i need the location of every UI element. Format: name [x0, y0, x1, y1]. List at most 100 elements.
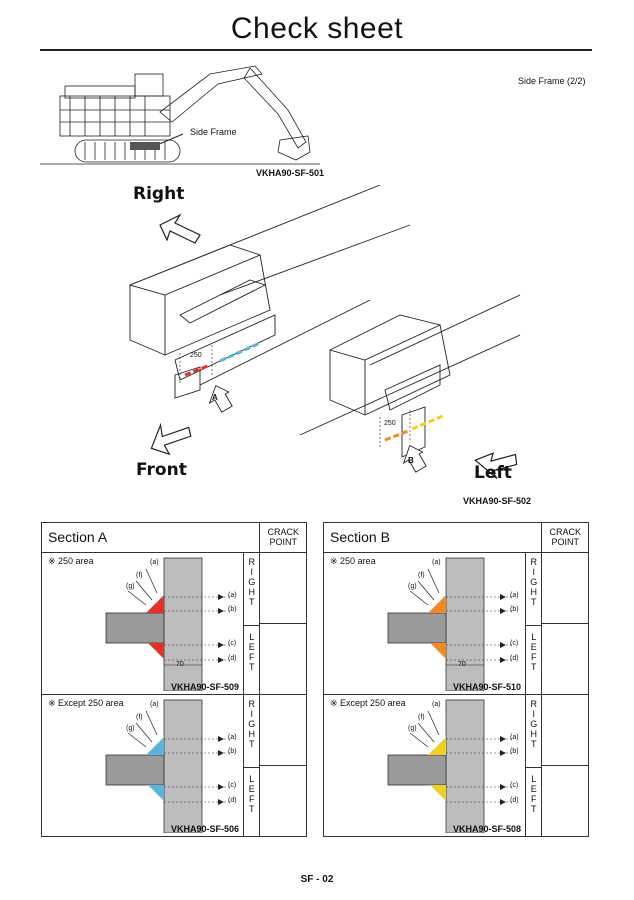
title-rule [40, 49, 592, 51]
label-f: (f) [136, 572, 143, 579]
front-label: Front [136, 460, 187, 480]
section-a-table: Section A CRACK POINT ※ 250 area [40, 522, 307, 837]
section-a-crack-header: CRACK POINT [259, 522, 307, 553]
frame-rail-bottom-1 [199, 299, 371, 386]
section-b-title: Section B [330, 529, 390, 545]
section-a-upper-right: R I G H T [244, 553, 260, 626]
box-b-top [328, 314, 442, 361]
label-a-right: (a) [510, 734, 519, 741]
left-direction-arrow [474, 452, 518, 479]
label-d: (d) [510, 797, 519, 804]
box-a-side [164, 254, 271, 356]
section-b-crack-label: CRACK POINT [549, 527, 581, 547]
section-b-upper-label: ※ 250 area [330, 556, 376, 566]
section-b-upper-right-crack[interactable] [542, 553, 588, 624]
section-b-upper-side-cell: R I G H T L E F T [524, 552, 543, 695]
section-b-upper-code: VKHA90-SF-510 [452, 682, 521, 692]
label-f: (f) [418, 714, 425, 721]
label-b: (b) [228, 606, 237, 613]
frame-rail-top-3 [369, 294, 521, 366]
label-d: (d) [228, 797, 237, 804]
section-b-title-cell: Section B [322, 522, 543, 553]
label-d: (d) [228, 655, 237, 662]
weld-line-b-250 [384, 429, 409, 442]
weld-upper-a [146, 595, 164, 613]
label-a-top: (a) [432, 559, 441, 566]
dim-b-250: 250 [384, 420, 396, 427]
section-a-upper-side-cell: R I G H T L E F T [242, 552, 261, 695]
label-b: (b) [510, 748, 519, 755]
dim-a-250: 250 [190, 352, 202, 359]
weld-line-a-250 [184, 363, 211, 377]
box-a-lower-plate [174, 314, 276, 381]
code-501: VKHA90-SF-501 [256, 168, 325, 178]
label-a-top: (a) [150, 701, 159, 708]
weld-lower-a-except [148, 785, 164, 801]
weld-upper-b-except [428, 737, 446, 755]
section-b-crack-header: CRACK POINT [541, 522, 589, 553]
side-frame-isometric-drawing [128, 185, 521, 479]
box-b-side [364, 324, 451, 416]
section-b-lower-right-crack[interactable] [542, 695, 588, 766]
label-a-top: (a) [432, 701, 441, 708]
section-a-upper-right-crack[interactable] [260, 553, 306, 624]
weld-upper-a-except [146, 737, 164, 755]
section-b-lower-side-cell: R I G H T L E F T [524, 694, 543, 837]
label-c: (c) [228, 640, 237, 647]
box-a-front [129, 285, 166, 356]
label-a-right: (a) [228, 592, 237, 599]
section-b-lower-right: R I G H T [526, 695, 542, 768]
label-c: (c) [510, 782, 519, 789]
section-a-lower-side-cell: R I G H T L E F T [242, 694, 261, 837]
marker-b: B [408, 456, 414, 465]
label-f: (f) [136, 714, 143, 721]
frame-rail-top-2 [219, 224, 411, 296]
section-a-lower-right: R I G H T [244, 695, 260, 768]
section-a-lower-panel: ※ Except 250 area (a) (f) (g) [41, 694, 244, 837]
box-b-foot [401, 406, 426, 458]
section-a-title-cell: Section A [40, 522, 261, 553]
section-a-upper-crack-cell[interactable] [259, 552, 307, 695]
code-502: VKHA90-SF-502 [463, 496, 532, 506]
box-a-slot [179, 279, 267, 324]
label-c: (c) [228, 782, 237, 789]
label-b: (b) [510, 606, 519, 613]
label-c: (c) [510, 640, 519, 647]
box-b-lower-plate [384, 364, 441, 411]
right-direction-arrow [159, 213, 201, 244]
label-b: (b) [228, 748, 237, 755]
crawler-track [74, 139, 181, 163]
weld-line-a-except [219, 341, 261, 363]
right-label: Right [133, 184, 185, 204]
section-b-upper-panel: ※ 250 area (a) (f) (g) [323, 552, 526, 695]
label-g: (g) [126, 725, 135, 732]
label-g: (g) [408, 725, 417, 732]
label-a-right: (a) [510, 592, 519, 599]
section-a-lower-crack-cell[interactable] [259, 694, 307, 837]
section-a-crack-label: CRACK POINT [267, 527, 299, 547]
section-b-upper-crack-cell[interactable] [541, 552, 589, 695]
section-a-upper-diagram [105, 557, 232, 691]
section-a-arrow [208, 384, 233, 413]
section-b-upper-right: R I G H T [526, 553, 542, 626]
section-b-lower-crack-cell[interactable] [541, 694, 589, 837]
left-label: Left [474, 463, 512, 483]
side-frame-label: Side Frame [190, 127, 237, 137]
label-a-top: (a) [150, 559, 159, 566]
excavator-overview-drawing [40, 65, 320, 165]
boom [159, 65, 263, 123]
side-frame-highlight [130, 142, 160, 150]
label-a-right: (a) [228, 734, 237, 741]
page-title: Check sheet [230, 12, 404, 45]
handrails [60, 96, 170, 136]
section-b-lower-code: VKHA90-SF-508 [452, 824, 521, 834]
section-a-lower-right-crack[interactable] [260, 695, 306, 766]
dim-70: 70 [458, 661, 466, 668]
section-a-upper-code: VKHA90-SF-509 [170, 682, 239, 692]
dim-70: 70 [176, 661, 184, 668]
section-b-upper-diagram [387, 557, 514, 691]
page-subtitle: Side Frame (2/2) [518, 76, 586, 86]
front-direction-arrow [150, 422, 192, 456]
operator-cab [134, 73, 164, 97]
section-b-table: Section B CRACK POINT ※ 250 area [322, 522, 589, 837]
